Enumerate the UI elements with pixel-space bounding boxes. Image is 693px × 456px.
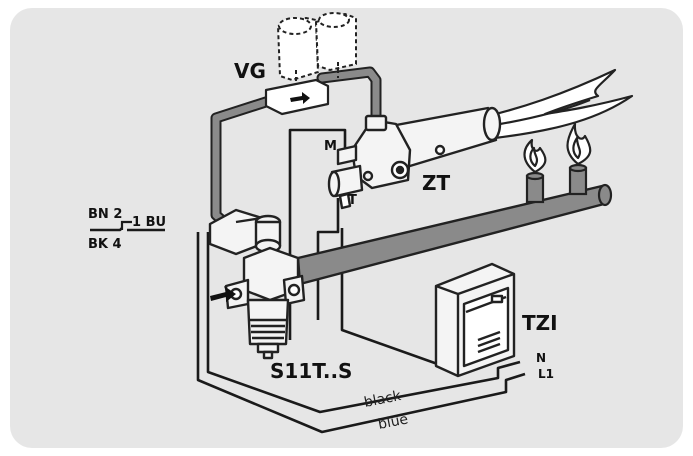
label-blue: blue xyxy=(377,411,410,432)
black-wire xyxy=(206,232,521,414)
label-bn2: BN 2 xyxy=(88,207,122,222)
label-s11t: S11T..S xyxy=(270,359,352,383)
vg-valve-body xyxy=(264,78,330,116)
wiring xyxy=(90,128,526,434)
zt-valve xyxy=(327,114,412,210)
label-zt: ZT xyxy=(422,171,451,195)
tzi-unit xyxy=(434,262,516,378)
blue-wire xyxy=(196,232,526,434)
arrow-icon xyxy=(290,92,310,104)
label-black: black xyxy=(363,388,403,411)
m-wire xyxy=(288,128,347,340)
burner-flames xyxy=(523,122,592,174)
label-n: N xyxy=(536,351,546,365)
label-t: T xyxy=(348,193,357,208)
label-1bu: 1 BU xyxy=(132,215,166,230)
label-bk4: BK 4 xyxy=(88,237,122,252)
switch-contact xyxy=(120,220,132,230)
s11t-valve xyxy=(208,208,306,360)
label-tzi: TZI xyxy=(522,311,558,335)
label-l1: L1 xyxy=(538,367,554,381)
pipe-vg-to-zt xyxy=(318,68,380,126)
vg-valve xyxy=(277,12,357,86)
main-gas-pipe xyxy=(296,183,613,286)
label-vg: VG xyxy=(234,59,266,83)
label-m: M xyxy=(324,139,337,154)
inlet-arrow-icon xyxy=(210,286,236,302)
burner-nozzles xyxy=(525,163,588,204)
pilot-flame-plume xyxy=(486,68,634,140)
